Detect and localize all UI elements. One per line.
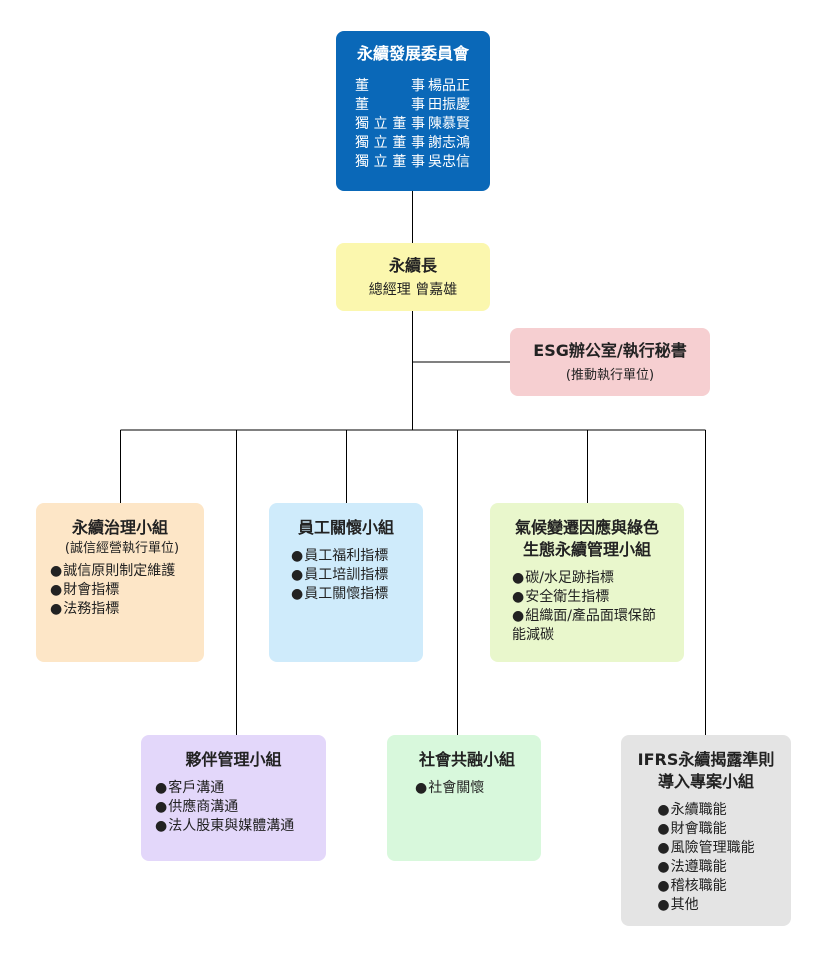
list-item: 法務指標: [50, 600, 194, 619]
group-item-list-wrap: 永續職能 財會職能 風險管理職能 法遵職能 稽核職能 其他: [629, 793, 783, 915]
group-item-list: 員工福利指標 員工培訓指標 員工關懷指標: [291, 547, 413, 604]
list-item: 誠信原則制定維護: [50, 562, 194, 581]
list-item: 其他: [657, 896, 754, 915]
committee-members: 董事楊品正 董事田振慶 獨立董事陳慕賢 獨立董事謝志鴻 獨立董事吳忠信: [346, 77, 480, 172]
list-item: 法人股東與媒體溝通: [155, 817, 316, 836]
group-title-line-2: 生態永續管理小組: [522, 540, 651, 559]
committee-member: 獨立董事陳慕賢: [355, 115, 480, 134]
ifrs-sustainability-project-group-box: IFRS永續揭露準則 導入專案小組 永續職能 財會職能 風險管理職能 法遵職能 …: [621, 735, 791, 926]
group-title: 社會共融小組: [418, 750, 515, 769]
member-name: 吳忠信: [428, 154, 470, 170]
member-name: 陳慕賢: [428, 116, 470, 132]
group-item-list: 誠信原則制定維護 財會指標 法務指標: [50, 562, 194, 619]
esg-office-box: ESG辦公室/執行秘書 (推動執行單位): [510, 328, 710, 396]
group-item-list: 社會關懷: [415, 779, 531, 798]
list-item: 員工關懷指標: [291, 585, 413, 604]
chief-sustainability-officer-box: 永續長 總經理 曾嘉雄: [336, 243, 490, 311]
partner-management-group-box: 夥伴管理小組 客戶溝通 供應商溝通 法人股東與媒體溝通: [141, 735, 326, 861]
list-item: 風險管理職能: [657, 839, 755, 858]
member-role: 獨立董事: [355, 135, 425, 151]
list-item: 稽核職能: [657, 877, 754, 896]
group-item-list: 客戶溝通 供應商溝通 法人股東與媒體溝通: [155, 779, 316, 836]
sustainability-committee-box: 永續發展委員會 董事楊品正 董事田振慶 獨立董事陳慕賢 獨立董事謝志鴻 獨立董事…: [336, 31, 490, 191]
committee-member: 董事田振慶: [355, 96, 480, 115]
list-item: 法遵職能: [657, 858, 754, 877]
list-item: 財會職能: [657, 820, 754, 839]
group-title-line-1: 氣候變遷因應與綠色: [514, 518, 659, 537]
climate-ecology-group-box: 氣候變遷因應與綠色 生態永續管理小組 碳/水足跡指標 安全衛生指標 組織面/產品…: [490, 503, 684, 662]
esg-office-title: ESG辦公室/執行秘書: [533, 341, 687, 360]
member-role: 獨立董事: [355, 116, 425, 132]
group-item-list: 永續職能 財會職能 風險管理職能 法遵職能 稽核職能 其他: [657, 801, 755, 915]
group-title: 員工關懷小組: [297, 518, 394, 537]
group-title: 夥伴管理小組: [185, 750, 282, 769]
group-title-line-2: 導入專案小組: [657, 772, 754, 791]
committee-title: 永續發展委員會: [356, 44, 469, 63]
list-item: 組織面/產品面環保節能減碳: [512, 607, 662, 645]
group-title: 永續治理小組: [71, 518, 168, 537]
committee-member: 董事楊品正: [355, 77, 480, 96]
list-item: 安全衛生指標: [512, 588, 674, 607]
cso-title: 永續長: [388, 256, 437, 275]
governance-group-box: 永續治理小組 (誠信經營執行單位) 誠信原則制定維護 財會指標 法務指標: [36, 503, 204, 662]
list-item: 供應商溝通: [155, 798, 316, 817]
group-title-line-1: IFRS永續揭露準則: [637, 750, 775, 769]
list-item: 客戶溝通: [155, 779, 316, 798]
committee-member: 獨立董事吳忠信: [355, 153, 480, 172]
social-inclusion-group-box: 社會共融小組 社會關懷: [387, 735, 541, 861]
member-name: 謝志鴻: [428, 135, 470, 151]
member-name: 田振慶: [428, 97, 470, 113]
group-subtitle: (誠信經營執行單位): [64, 541, 180, 556]
esg-office-subtitle: (推動執行單位): [565, 368, 655, 383]
list-item: 社會關懷: [415, 779, 531, 798]
member-role: 獨立董事: [355, 154, 425, 170]
employee-care-group-box: 員工關懷小組 員工福利指標 員工培訓指標 員工關懷指標: [269, 503, 423, 662]
list-item: 永續職能: [657, 801, 754, 820]
member-role: 董事: [355, 78, 425, 94]
list-item: 員工福利指標: [291, 547, 413, 566]
list-item: 碳/水足跡指標: [512, 569, 674, 588]
group-item-list: 碳/水足跡指標 安全衛生指標 組織面/產品面環保節能減碳: [512, 569, 674, 645]
list-item: 財會指標: [50, 581, 194, 600]
member-role: 董事: [355, 97, 425, 113]
committee-member: 獨立董事謝志鴻: [355, 134, 480, 153]
list-item: 員工培訓指標: [291, 566, 413, 585]
cso-subtitle: 總經理 曾嘉雄: [368, 282, 458, 298]
member-name: 楊品正: [428, 78, 470, 94]
